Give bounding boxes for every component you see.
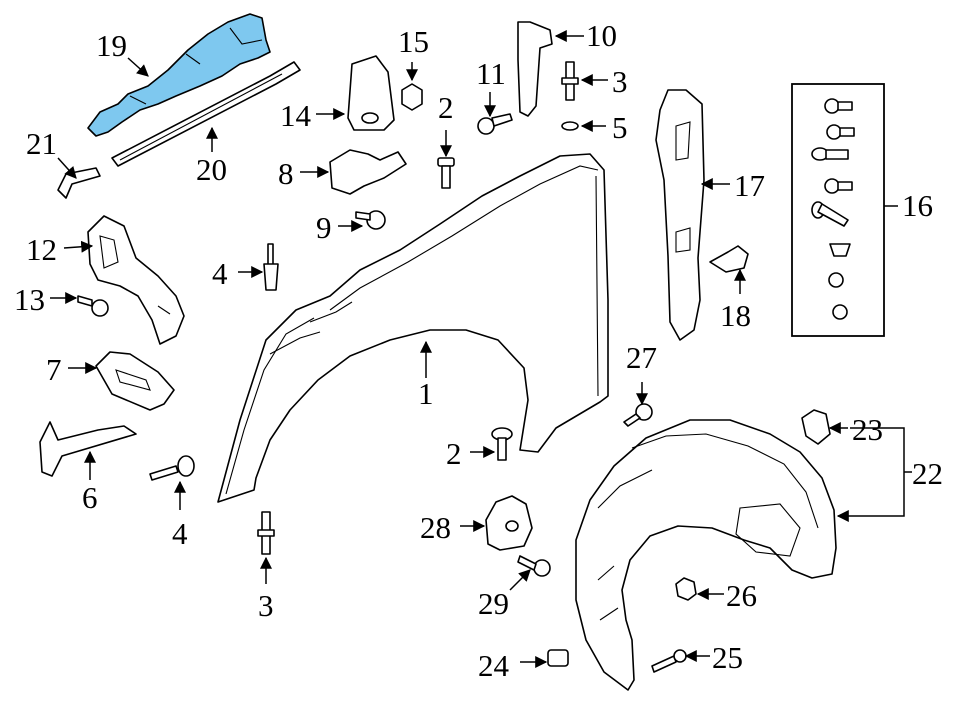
- part-11-bolt[interactable]: [477, 113, 513, 135]
- part-27-bolt[interactable]: [623, 403, 653, 427]
- part-25-screw[interactable]: [651, 649, 687, 673]
- part-15-nut[interactable]: [401, 83, 423, 111]
- part-4-upper-pin[interactable]: [263, 243, 279, 291]
- callout-26: 26: [726, 578, 757, 613]
- callout-4-upper: 4: [212, 256, 228, 291]
- callout-15: 15: [398, 24, 429, 59]
- part-20-seal-strip[interactable]: [111, 61, 301, 167]
- part-16-hardware-kit[interactable]: [791, 83, 885, 337]
- part-19-insulator[interactable]: [87, 13, 271, 137]
- callout-7: 7: [46, 352, 62, 387]
- callout-11: 11: [476, 56, 506, 91]
- part-13-bolt[interactable]: [77, 295, 109, 317]
- callout-3-upper: 3: [612, 64, 628, 99]
- part-3-upper-stud[interactable]: [561, 61, 579, 101]
- callout-8: 8: [278, 156, 294, 191]
- callout-28: 28: [420, 510, 451, 545]
- callout-4-lower: 4: [172, 516, 188, 551]
- callout-18: 18: [720, 298, 751, 333]
- part-4-lower-pin[interactable]: [149, 455, 195, 481]
- callout-24: 24: [478, 648, 510, 683]
- part-28-bracket[interactable]: [485, 495, 533, 551]
- callout-12: 12: [26, 232, 57, 267]
- part-14-mount[interactable]: [347, 55, 395, 131]
- callout-19: 19: [96, 28, 127, 63]
- part-6-bracket[interactable]: [39, 421, 137, 477]
- part-29-bolt[interactable]: [517, 555, 551, 577]
- callout-9: 9: [316, 210, 332, 245]
- callout-3-lower: 3: [258, 588, 274, 623]
- part-1-fender[interactable]: [217, 153, 609, 503]
- callout-22: 22: [912, 456, 943, 491]
- callout-2-upper: 2: [438, 90, 454, 125]
- part-22-wheelhouse-liner[interactable]: [575, 419, 837, 691]
- callout-6: 6: [82, 480, 98, 515]
- callout-17: 17: [734, 168, 765, 203]
- part-18-clip[interactable]: [709, 245, 749, 273]
- callout-16: 16: [902, 188, 933, 223]
- part-9-bolt[interactable]: [355, 210, 386, 230]
- part-12-bracket[interactable]: [87, 215, 185, 345]
- callout-23: 23: [852, 412, 883, 447]
- callout-2-lower: 2: [446, 436, 462, 471]
- callout-labels: 19 20 21 12 13 7 6 4 4 3 14 15 8 9 2 1 2…: [14, 18, 943, 683]
- part-23-clip[interactable]: [801, 409, 831, 445]
- callout-27: 27: [626, 340, 657, 375]
- part-21-bracket[interactable]: [57, 167, 101, 199]
- part-7-plate[interactable]: [95, 351, 175, 411]
- callout-29: 29: [478, 586, 509, 621]
- callout-14: 14: [280, 98, 312, 133]
- part-5-washer[interactable]: [561, 121, 579, 131]
- callout-10: 10: [586, 18, 617, 53]
- part-26-nut[interactable]: [675, 577, 697, 601]
- callout-20: 20: [196, 152, 227, 187]
- part-8-bracket[interactable]: [329, 149, 407, 195]
- part-2-upper-bolt[interactable]: [437, 157, 455, 189]
- callout-5: 5: [612, 110, 628, 145]
- callout-21: 21: [26, 126, 57, 161]
- part-2-lower-bolt[interactable]: [491, 427, 513, 461]
- part-3-lower-stud[interactable]: [257, 511, 275, 555]
- callout-25: 25: [712, 640, 743, 675]
- callout-13: 13: [14, 282, 45, 317]
- part-24-clip[interactable]: [547, 649, 569, 667]
- leader-lines: [50, 30, 912, 668]
- callout-1: 1: [418, 376, 434, 411]
- part-17-panel[interactable]: [655, 89, 705, 341]
- part-10-bracket[interactable]: [517, 21, 553, 117]
